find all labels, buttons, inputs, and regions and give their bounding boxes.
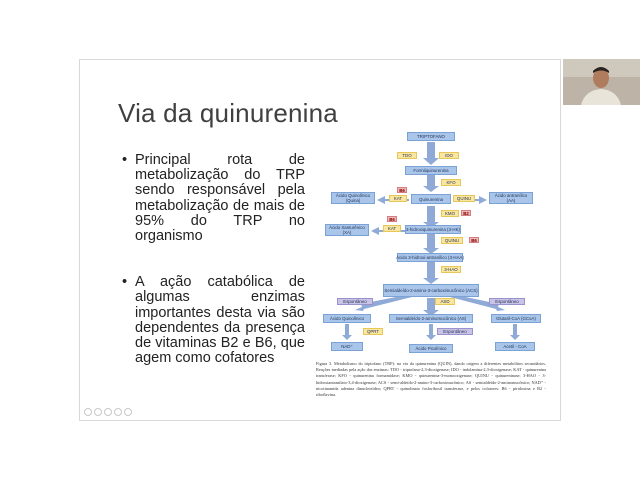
node-hidroxiantranilico: Ácido 3-hidroxi-antranílico (3-HAA) (397, 253, 463, 262)
node-acetil-coa: Acetil - CoA (495, 342, 535, 351)
figure-caption: Figura 3. Metabolismo do triptofano (TRP… (316, 361, 546, 398)
play-icon[interactable] (84, 408, 92, 416)
slide-title: Via da quinurenina (118, 98, 338, 129)
node-acmsd: ASD (435, 298, 455, 305)
node-acido-xanturenico: Ácido Xanturênico (XA) (325, 224, 369, 236)
cofactor-b6: B6 (469, 237, 479, 243)
node-acido-quinolinico: Ácido Quinolínico (323, 314, 371, 323)
node-3-hao: 3-HAO (441, 266, 461, 273)
node-espontaneo: Espontâneo (337, 298, 373, 305)
cofactor-b6: B6 (387, 216, 397, 222)
node-glutaril-coa: Glutaril-CoA (GCoA) (491, 314, 541, 323)
node-tdo: TDO (397, 152, 417, 159)
node-nad: NAD⁺ (331, 342, 363, 351)
bullet-list: • Principal rota de metabolização do TRP… (122, 153, 305, 397)
node-kat: KAT (389, 195, 407, 202)
share-icon[interactable] (114, 408, 122, 416)
node-triptofano: TRIPTOFANO (407, 132, 455, 141)
bullet-item: • Principal rota de metabolização do TRP… (122, 153, 305, 244)
node-semialdeido: Semialdeído-2-amino-3-carboximucônico (A… (383, 284, 479, 297)
node-espontaneo: Espontâneo (437, 328, 473, 335)
more-icon[interactable] (124, 408, 132, 416)
node-kmo: KMO (441, 210, 459, 217)
kynurenine-pathway-diagram: TRIPTOFANO TDO IDO Formilquinurenina KFO… (313, 130, 553, 358)
node-acido-picolinico: Ácido Picolínico (409, 344, 453, 353)
node-acido-quinolinico-top: Ácido Quinolínico (Quina) (331, 192, 375, 204)
bullet-text: Principal rota de metabolização do TRP s… (135, 152, 305, 244)
bullet-text: A ação catabólica de algumas enzimas imp… (135, 274, 305, 366)
slide-controls (84, 408, 132, 416)
node-hidroxiquinurenina: 3-hidroxiquinurenina (3-HK) (405, 225, 461, 234)
webcam-thumbnail (563, 59, 640, 105)
node-qprt: QPRT (363, 328, 383, 335)
node-espontaneo: Espontâneo (489, 298, 525, 305)
settings-icon[interactable] (104, 408, 112, 416)
cofactor-b2: B2 (461, 210, 471, 216)
node-quinu: QUINU (453, 195, 475, 202)
presenter-video (563, 59, 640, 105)
node-formilquinurenina: Formilquinurenina (405, 166, 457, 175)
bullet-symbol: • (122, 275, 127, 290)
speaker-icon[interactable] (94, 408, 102, 416)
node-ido: IDO (439, 152, 459, 159)
node-quinu: QUINU (441, 237, 463, 244)
bullet-symbol: • (122, 153, 127, 168)
node-kat: KAT (383, 225, 401, 232)
node-kfo: KFO (441, 179, 461, 186)
node-semialdeido-aminomuconico: Semialdeído-2-aminomucônico (AS) (389, 314, 473, 323)
node-acido-antranilico: Ácido antranílico (AA) (489, 192, 533, 204)
bullet-item: • A ação catabólica de algumas enzimas i… (122, 275, 305, 366)
node-quinurenina: Quinurenina (411, 194, 451, 204)
diagram-arrows (313, 130, 553, 358)
cofactor-b6: B6 (397, 187, 407, 193)
